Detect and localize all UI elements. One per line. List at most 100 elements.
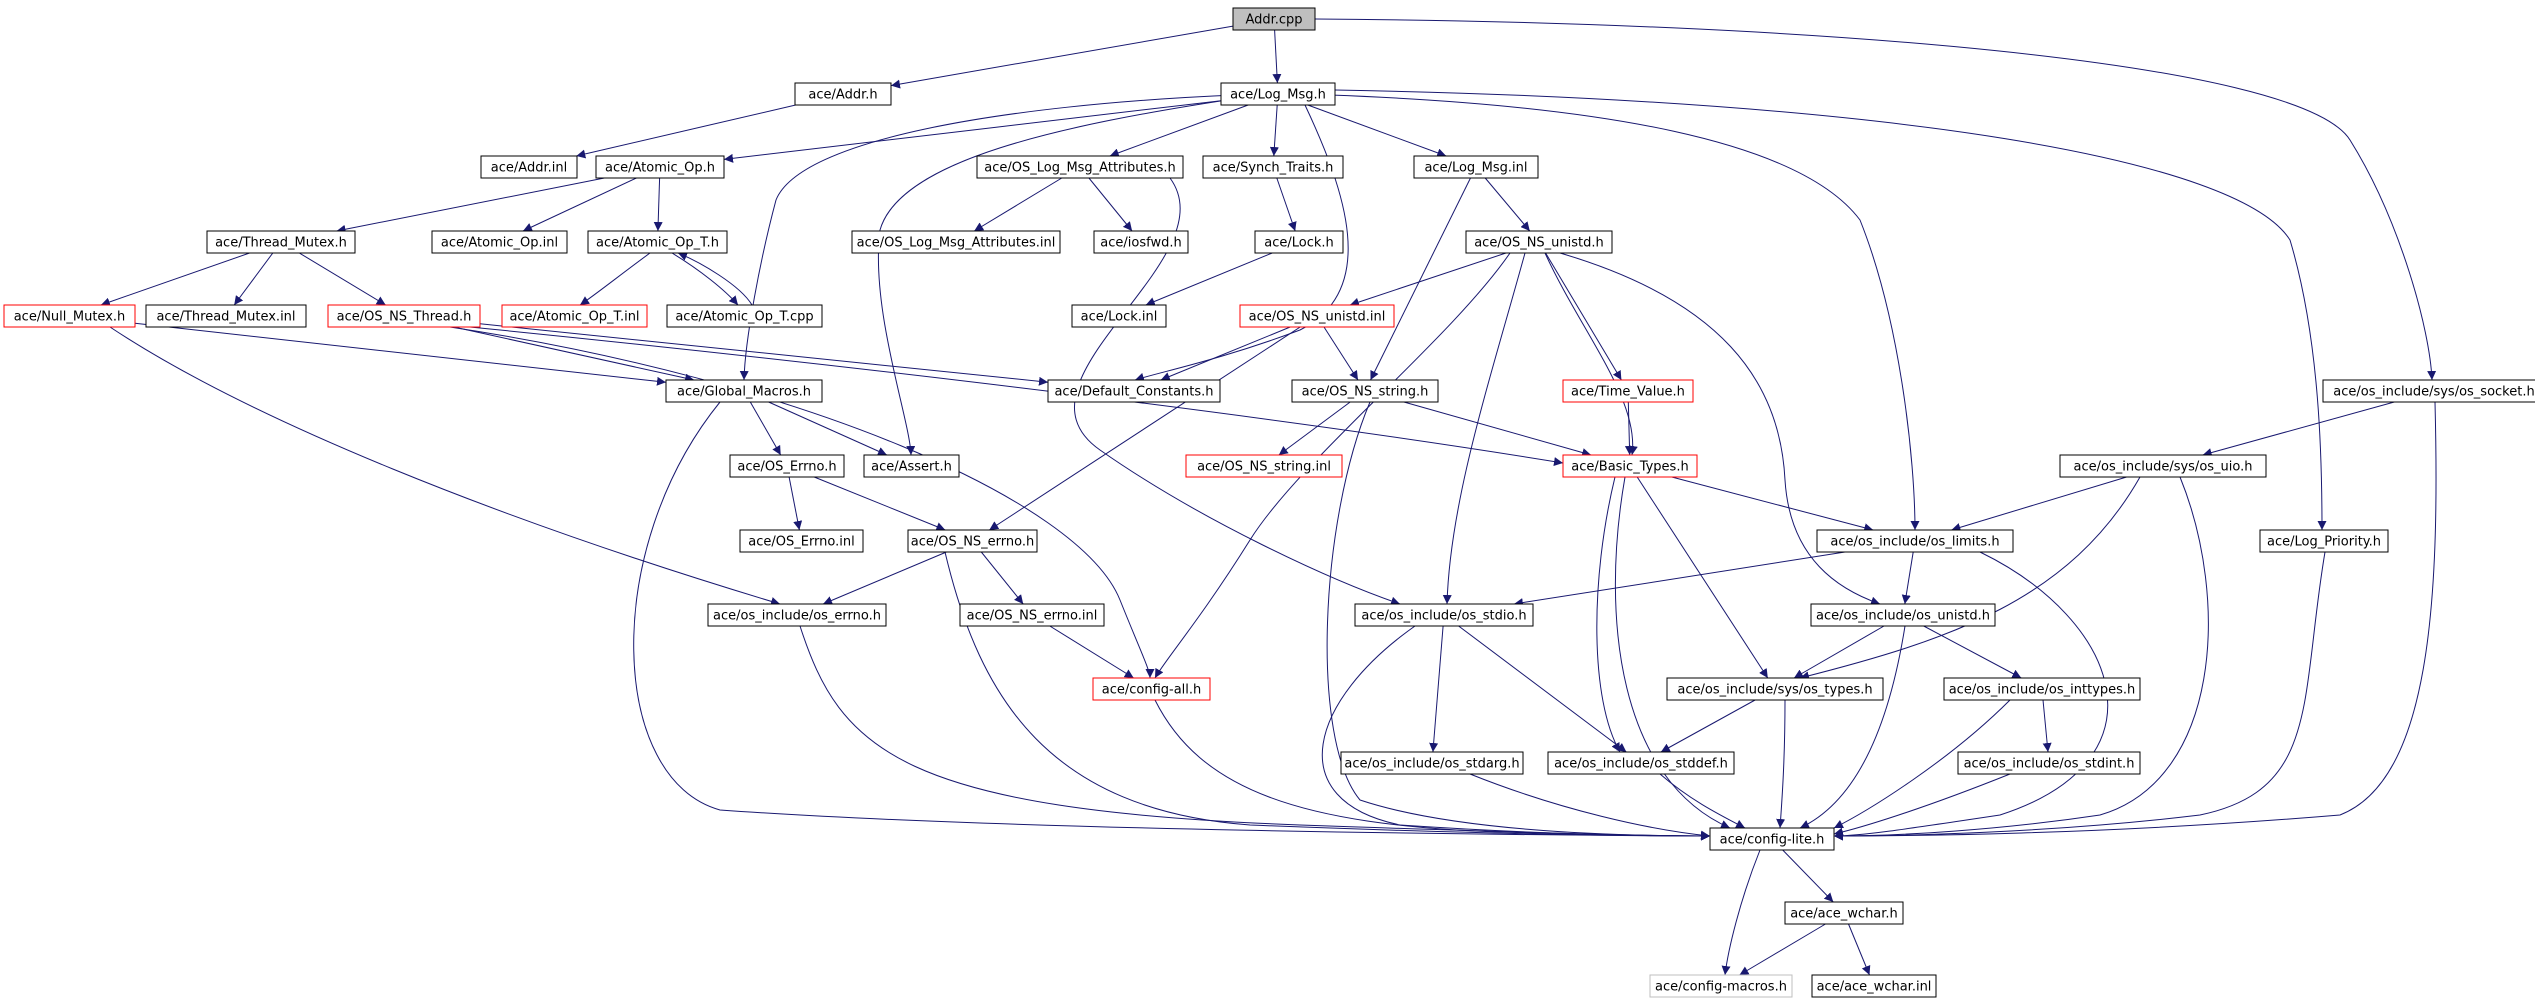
node-lock-inl[interactable]: ace/Lock.inl (1071, 304, 1167, 328)
edge-log-msg-h-to-os-limits-h (1329, 94, 1920, 531)
node-os-ns-unistd-inl[interactable]: ace/OS_NS_unistd.inl (1239, 304, 1395, 328)
edge-os-log-msg-attr-h-to-iosfwd-h (1088, 177, 1133, 232)
node-os-stdarg-h[interactable]: ace/os_include/os_stdarg.h (1340, 751, 1524, 775)
node-sys-os-socket-h[interactable]: ace/os_include/sys/os_socket.h (2322, 379, 2535, 403)
node-os-limits-h[interactable]: ace/os_include/os_limits.h (1816, 529, 2014, 553)
node-os-stdint-h[interactable]: ace/os_include/os_stdint.h (1957, 751, 2141, 775)
node-label: ace/Atomic_Op_T.inl (509, 310, 639, 325)
node-os-log-msg-attr-inl[interactable]: ace/OS_Log_Msg_Attributes.inl (851, 230, 1061, 254)
node-config-all-h[interactable]: ace/config-all.h (1092, 677, 1211, 701)
edge-os-ns-unistd-h-to-time-value-h (1545, 252, 1622, 381)
node-ace-wchar-inl[interactable]: ace/ace_wchar.inl (1811, 974, 1937, 998)
node-os-ns-string-inl[interactable]: ace/OS_NS_string.inl (1185, 454, 1343, 478)
edge-global-macros-h-to-assert-h (768, 401, 888, 456)
node-os-ns-errno-inl[interactable]: ace/OS_NS_errno.inl (959, 603, 1105, 627)
node-basic-types-h[interactable]: ace/Basic_Types.h (1562, 454, 1698, 478)
node-label: ace/Log_Priority.h (2267, 535, 2381, 550)
node-atomic-op-h[interactable]: ace/Atomic_Op.h (595, 155, 725, 179)
node-os-errno-inl[interactable]: ace/OS_Errno.inl (739, 529, 864, 553)
node-os-ns-string-h[interactable]: ace/OS_NS_string.h (1291, 379, 1439, 403)
node-ace-wchar-h[interactable]: ace/ace_wchar.h (1784, 901, 1904, 925)
node-atomic-op-t-inl[interactable]: ace/Atomic_Op_T.inl (501, 304, 648, 328)
node-label: ace/Addr.h (808, 88, 877, 103)
edge-synch-traits-h-to-lock-h (1276, 177, 1297, 232)
edge-sys-os-socket-h-to-sys-os-uio-h (2202, 401, 2395, 457)
node-box (1709, 827, 1835, 851)
node-label: ace/OS_NS_string.h (1302, 385, 1429, 400)
node-log-msg-inl[interactable]: ace/Log_Msg.inl (1413, 155, 1539, 179)
node-os-include-os-errno-h[interactable]: ace/os_include/os_errno.h (707, 603, 887, 627)
node-os-ns-unistd-h[interactable]: ace/OS_NS_unistd.h (1465, 230, 1613, 254)
node-config-macros-h[interactable]: ace/config-macros.h (1649, 974, 1793, 998)
node-box (327, 304, 481, 328)
node-os-stddef-h[interactable]: ace/os_include/os_stddef.h (1547, 751, 1735, 775)
node-label: ace/OS_NS_errno.inl (967, 609, 1098, 624)
node-addr-inl[interactable]: ace/Addr.inl (480, 155, 578, 179)
edge-global-macros-h-to-os-errno-h (749, 401, 782, 456)
node-label: ace/OS_NS_string.inl (1197, 460, 1331, 475)
node-box (794, 82, 892, 106)
node-thread-mutex-inl[interactable]: ace/Thread_Mutex.inl (145, 304, 307, 328)
node-label: ace/Log_Msg.inl (1424, 161, 1527, 176)
node-box (206, 230, 356, 254)
node-atomic-op-inl[interactable]: ace/Atomic_Op.inl (431, 230, 568, 254)
node-iosfwd-h[interactable]: ace/iosfwd.h (1093, 230, 1189, 254)
node-thread-mutex-h[interactable]: ace/Thread_Mutex.h (206, 230, 356, 254)
edge-log-msg-h-to-log-msg-inl (1307, 104, 1447, 158)
node-os-log-msg-attr-h[interactable]: ace/OS_Log_Msg_Attributes.h (976, 155, 1184, 179)
node-lock-h[interactable]: ace/Lock.h (1254, 230, 1344, 254)
node-config-lite-h[interactable]: ace/config-lite.h (1709, 827, 1835, 851)
edge-os-unistd-h-to-config-lite-h (1799, 625, 1906, 829)
node-assert-h[interactable]: ace/Assert.h (863, 454, 960, 478)
edge-log-msg-inl-to-os-ns-unistd-h (1484, 177, 1531, 232)
node-os-ns-errno-h[interactable]: ace/OS_NS_errno.h (907, 529, 1038, 553)
edge-os-unistd-h-to-os-inttypes-h (1923, 625, 2022, 679)
node-addr-h[interactable]: ace/Addr.h (794, 82, 892, 106)
edge-os-ns-string-h-to-os-ns-string-inl (1278, 401, 1351, 456)
node-label: ace/OS_NS_errno.h (911, 535, 1035, 550)
node-default-constants-h[interactable]: ace/Default_Constants.h (1047, 379, 1221, 403)
edge-os-limits-h-to-config-lite-h (1833, 551, 2109, 841)
node-box (1413, 155, 1539, 179)
node-label: ace/OS_Log_Msg_Attributes.inl (857, 236, 1056, 251)
node-log-priority-h[interactable]: ace/Log_Priority.h (2259, 529, 2389, 553)
edge-os-ns-thread-h-to-default-constants-h (479, 323, 1049, 386)
node-box (2059, 454, 2267, 478)
edge-log-msg-h-to-synch-traits-h (1269, 104, 1279, 157)
node-null-mutex-h[interactable]: ace/Null_Mutex.h (3, 304, 136, 328)
node-box (1220, 82, 1336, 106)
node-label: ace/Global_Macros.h (677, 385, 811, 400)
node-time-value-h[interactable]: ace/Time_Value.h (1562, 379, 1694, 403)
edge-os-stddef-h-to-config-lite-h (1659, 773, 1746, 829)
node-global-macros-h[interactable]: ace/Global_Macros.h (665, 379, 823, 403)
edge-sys-os-socket-h-to-config-lite-h (1833, 401, 2437, 841)
node-box (1232, 7, 1316, 31)
edge-os-ns-errno-h-to-config-lite-h (944, 551, 1711, 841)
node-box (1254, 230, 1344, 254)
edge-basic-types-h-to-os-stddef-h (1596, 476, 1621, 753)
node-os-unistd-h[interactable]: ace/os_include/os_unistd.h (1810, 603, 1996, 627)
edge-os-stdio-h-to-os-stddef-h (1458, 625, 1627, 753)
node-label: ace/Atomic_Op.h (605, 161, 715, 176)
edge-thread-mutex-h-to-os-ns-thread-h (299, 252, 386, 306)
node-os-inttypes-h[interactable]: ace/os_include/os_inttypes.h (1943, 677, 2141, 701)
edge-os-include-os-errno-h-to-config-lite-h (799, 625, 1711, 841)
node-atomic-op-t-cpp[interactable]: ace/Atomic_Op_T.cpp (666, 304, 823, 328)
edge-atomic-op-h-to-atomic-op-t-h (653, 177, 663, 232)
node-os-ns-thread-h[interactable]: ace/OS_NS_Thread.h (327, 304, 481, 328)
node-box (1649, 974, 1793, 998)
edge-log-msg-h-to-log-priority-h (1334, 89, 2327, 531)
node-synch-traits-h[interactable]: ace/Synch_Traits.h (1202, 155, 1344, 179)
edge-time-value-h-to-basic-types-h (1624, 401, 1634, 456)
node-log-msg-h[interactable]: ace/Log_Msg.h (1220, 82, 1336, 106)
node-label: ace/Lock.h (1264, 236, 1334, 251)
node-os-stdio-h[interactable]: ace/os_include/os_stdio.h (1354, 603, 1534, 627)
node-box (707, 603, 887, 627)
node-atomic-op-t-h[interactable]: ace/Atomic_Op_T.h (587, 230, 728, 254)
node-sys-os-types-h[interactable]: ace/os_include/sys/os_types.h (1666, 677, 1884, 701)
edge-os-inttypes-h-to-os-stdint-h (2042, 699, 2052, 753)
edge-thread-mutex-h-to-thread-mutex-inl (233, 252, 274, 306)
node-os-errno-h[interactable]: ace/OS_Errno.h (729, 454, 845, 478)
node-sys-os-uio-h[interactable]: ace/os_include/sys/os_uio.h (2059, 454, 2267, 478)
